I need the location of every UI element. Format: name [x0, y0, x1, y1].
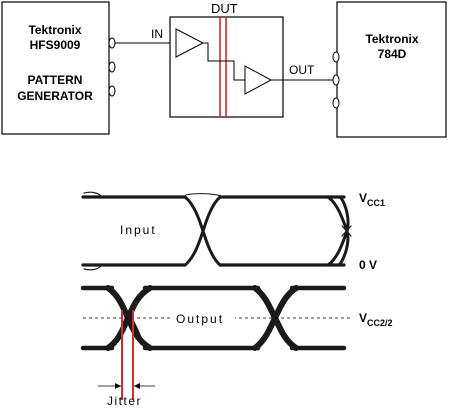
internal-wire [203, 42, 245, 81]
output-eye-diagram: Output [80, 285, 352, 351]
dut-label: DUT [211, 1, 238, 16]
out-label: OUT [289, 63, 315, 77]
jitter-label: Jitter [107, 394, 142, 408]
oscilloscope-model: 784D [378, 47, 407, 61]
pattern-generator-label-1: PATTERN [28, 73, 83, 87]
pattern-generator-label-2: GENERATOR [17, 89, 93, 103]
input-eye-label: Input [120, 223, 157, 237]
output-label-bg [171, 310, 235, 326]
dut-box: DUT [169, 1, 284, 118]
output-eye-label: Output [176, 312, 224, 326]
connector-port [332, 97, 340, 109]
zero-volt-label: 0 V [359, 258, 377, 272]
arrowhead-icon [115, 383, 121, 389]
arrowhead-icon [134, 383, 140, 389]
connector-port [108, 37, 116, 49]
connector-port [108, 61, 116, 73]
connector-port [108, 85, 116, 97]
vcc2-half-label: VCC2/2 [359, 311, 393, 328]
pattern-generator-model: HFS9009 [30, 38, 81, 52]
pattern-generator-brand: Tektronix [28, 23, 81, 37]
output-buffer-icon [244, 65, 273, 95]
oscilloscope-box: Tektronix 784D [336, 1, 447, 138]
input-eye-diagram: Input [81, 191, 352, 271]
input-buffer-icon [175, 28, 205, 58]
oscilloscope-brand: Tektronix [365, 32, 418, 46]
jitter-marker: Jitter [98, 310, 155, 408]
connector-port [332, 51, 340, 63]
oscilloscope-connectors [332, 51, 340, 109]
pattern-generator-connectors [108, 37, 116, 97]
vcc1-label: VCC1 [359, 191, 385, 208]
pattern-generator-box: Tektronix HFS9009 PATTERN GENERATOR [1, 1, 110, 135]
in-label: IN [151, 27, 163, 41]
connector-port [332, 74, 340, 86]
